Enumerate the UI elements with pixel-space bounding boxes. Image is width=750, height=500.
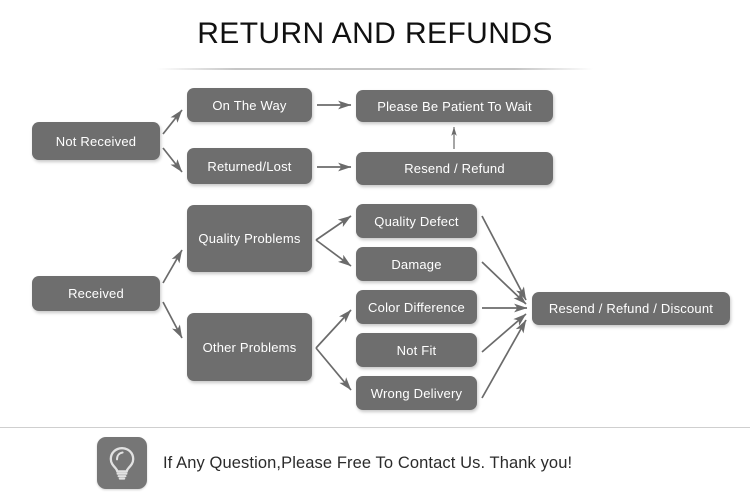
node-quality-defect[interactable]: Quality Defect xyxy=(356,204,477,238)
footer-divider xyxy=(0,427,750,428)
node-received[interactable]: Received xyxy=(32,276,160,311)
node-returned-lost[interactable]: Returned/Lost xyxy=(187,148,312,184)
arrow-not-fit-to-resend-refund-discount xyxy=(481,313,527,353)
node-not-received[interactable]: Not Received xyxy=(32,122,160,160)
node-quality-problems[interactable]: Quality Problems xyxy=(187,205,312,272)
arrow-quality-problems-to-quality-defect xyxy=(315,215,352,241)
node-color-difference[interactable]: Color Difference xyxy=(356,290,477,324)
page-title: RETURN AND REFUNDS xyxy=(197,17,553,50)
node-not-fit[interactable]: Not Fit xyxy=(356,333,477,367)
node-resend-refund[interactable]: Resend / Refund xyxy=(356,152,553,185)
footer-message: If Any Question,Please Free To Contact U… xyxy=(163,453,573,472)
arrow-damage-to-resend-refund-discount xyxy=(481,261,527,305)
lightbulb-icon xyxy=(97,437,147,489)
arrow-not-received-to-on-the-way xyxy=(162,109,183,135)
node-other-problems[interactable]: Other Problems xyxy=(187,313,312,381)
arrow-quality-defect-to-resend-refund-discount xyxy=(481,215,527,301)
arrow-other-problems-to-wrong-delivery xyxy=(315,347,352,391)
title-divider xyxy=(157,68,593,70)
arrow-received-to-quality-problems xyxy=(162,249,183,284)
arrow-wrong-delivery-to-resend-refund-discount xyxy=(481,319,527,399)
node-wrong-delivery[interactable]: Wrong Delivery xyxy=(356,376,477,410)
node-on-the-way[interactable]: On The Way xyxy=(187,88,312,122)
arrow-received-to-other-problems xyxy=(162,301,183,339)
arrow-other-problems-to-color-difference xyxy=(315,309,352,349)
footer-contact-bar: If Any Question,Please Free To Contact U… xyxy=(97,437,572,489)
node-damage[interactable]: Damage xyxy=(356,247,477,281)
arrow-not-received-to-returned-lost xyxy=(162,147,183,173)
arrow-quality-problems-to-damage xyxy=(315,239,352,267)
node-resend-refund-discount[interactable]: Resend / Refund / Discount xyxy=(532,292,730,325)
node-please-be-patient-to-wait[interactable]: Please Be Patient To Wait xyxy=(356,90,553,122)
